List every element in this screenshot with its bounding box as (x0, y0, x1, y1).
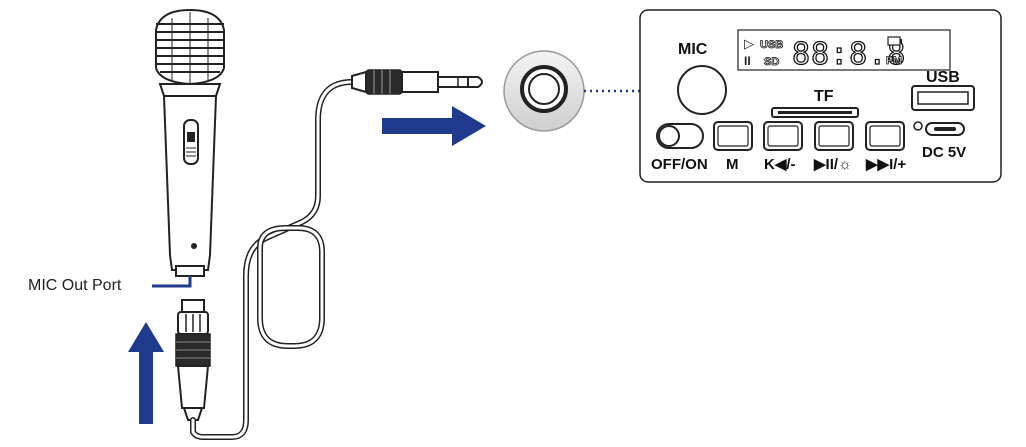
microphone-handle (162, 95, 218, 271)
segment-digits: 88:8.8 (792, 37, 906, 72)
fm-indicator: FM (886, 55, 902, 67)
mic-jack-socket (503, 50, 585, 132)
tf-slot-label: TF (814, 88, 834, 105)
prev-volume-down-button[interactable] (763, 121, 803, 151)
mic-label: MIC (678, 41, 708, 58)
microphone-switch (183, 119, 199, 165)
play-pause-button-label: ▶II/☼ (813, 156, 852, 173)
jack-plug (351, 69, 483, 95)
microphone-port (175, 265, 205, 277)
power-switch-label: OFF/ON (651, 156, 708, 173)
status-led (913, 121, 923, 131)
next-button-label: ▶▶I/+ (865, 156, 906, 173)
prev-button-label: K◀/- (764, 156, 796, 173)
play-indicator: ▷ (744, 37, 754, 52)
mic-out-port-label: MIC Out Port (28, 277, 122, 294)
cable-coil (257, 225, 325, 349)
dc-power-label: DC 5V (922, 144, 966, 161)
mode-button-label: M (726, 156, 739, 173)
mode-button[interactable] (713, 121, 753, 151)
next-volume-up-button[interactable] (865, 121, 905, 151)
insert-right-arrow (382, 106, 486, 146)
pause-indicator: II (744, 54, 751, 68)
battery-icon (887, 36, 901, 46)
lcd-display: ▷ II USB SD 88:8.8 FM (737, 29, 951, 73)
power-switch[interactable] (656, 123, 704, 149)
sd-indicator: SD (764, 56, 779, 68)
microphone (155, 8, 225, 277)
microphone-screw (191, 243, 197, 249)
xlr-connector (175, 299, 211, 421)
usb-indicator: USB (760, 39, 783, 51)
microphone-grille (155, 8, 225, 86)
mic-input-port (677, 65, 727, 115)
control-panel: MIC ▷ II USB SD 88:8.8 FM USB TF OFF/ (639, 9, 1002, 183)
microphone-cable (190, 79, 367, 440)
port-leader-line (152, 276, 192, 288)
insert-up-arrow (128, 322, 164, 424)
play-pause-button[interactable] (814, 121, 854, 151)
usb-port-label: USB (926, 69, 960, 86)
